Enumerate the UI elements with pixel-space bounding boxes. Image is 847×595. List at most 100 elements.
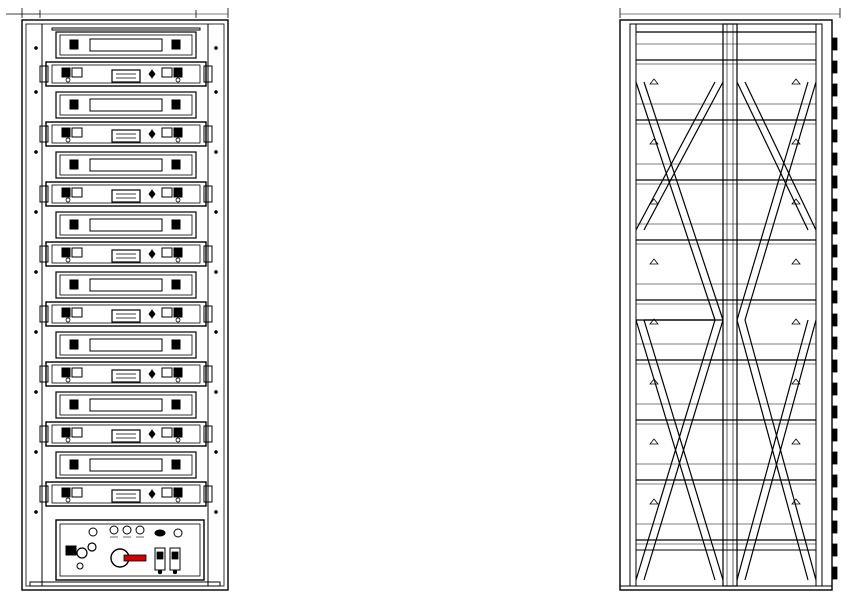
front-view-rack — [6, 8, 229, 591]
module-connector-left-a — [61, 247, 71, 258]
module-connector-left-b — [71, 427, 83, 438]
module-connector-left-a — [61, 307, 71, 318]
cabinet-mount-dot — [214, 90, 218, 94]
module-handle — [111, 369, 141, 383]
module-screw — [175, 377, 181, 383]
module-lower-housing — [45, 481, 207, 507]
module-connector-left-b — [71, 367, 83, 378]
module-screw — [65, 257, 71, 263]
shelf-marker-icon — [649, 378, 659, 385]
module-display-window — [89, 278, 163, 292]
module-screw — [65, 317, 71, 323]
module-right-ear — [203, 245, 213, 263]
rotary-switch-handle — [123, 554, 147, 562]
module-right-ear — [203, 305, 213, 323]
power-indicator — [154, 529, 166, 537]
cross-brace — [643, 81, 724, 321]
module-connector-right-a — [161, 367, 173, 378]
module-connector-left-b — [71, 487, 83, 498]
cable-gland-small — [76, 562, 84, 570]
module-lower-housing — [45, 301, 207, 327]
rear-right-post — [815, 23, 823, 587]
breaker-left-toggle — [156, 551, 164, 560]
module-upper-housing — [55, 211, 197, 239]
side-terminal-block — [831, 129, 838, 143]
module-handle — [111, 189, 141, 203]
module-indicator-diamond — [148, 69, 156, 79]
cabinet-mount-dot — [214, 46, 218, 50]
side-terminal-block — [831, 60, 838, 74]
cabinet-mount-dot — [214, 210, 218, 214]
module-connector-right-a — [161, 67, 173, 78]
module-connector-left-b — [71, 127, 83, 138]
module-screw — [175, 197, 181, 203]
cross-brace — [635, 319, 716, 581]
module-connector-left-b — [71, 187, 83, 198]
module-indicator-diamond — [148, 129, 156, 139]
battery-module — [39, 91, 213, 147]
module-screw — [65, 437, 71, 443]
battery-module — [39, 331, 213, 387]
module-upper-left-port — [69, 339, 79, 350]
cabinet-mount-dot — [214, 390, 218, 394]
module-connector-left-a — [61, 367, 71, 378]
cross-brace — [744, 81, 817, 231]
module-right-ear — [203, 65, 213, 83]
module-connector-right-b — [173, 427, 183, 438]
side-terminal-block — [831, 474, 838, 488]
side-terminal-block — [831, 198, 838, 212]
side-terminal-block — [831, 405, 838, 419]
module-right-ear — [203, 485, 213, 503]
battery-module — [39, 31, 213, 87]
side-terminal-block — [831, 221, 838, 235]
side-terminal-block — [831, 267, 838, 281]
module-upper-inner — [59, 94, 193, 116]
control-button — [88, 527, 98, 537]
module-upper-housing — [55, 271, 197, 299]
module-upper-right-port — [171, 459, 181, 470]
shelf-marker-icon — [791, 438, 801, 445]
cabinet-mount-dot — [214, 270, 218, 274]
cabinet-mount-dot — [34, 46, 38, 50]
module-connector-right-a — [161, 127, 173, 138]
cabinet-mount-dot — [34, 150, 38, 154]
control-unit-housing — [55, 519, 205, 581]
cabinet-mount-dot — [34, 450, 38, 454]
cabinet-mount-dot — [34, 330, 38, 334]
module-screw — [175, 137, 181, 143]
side-terminal-block — [831, 451, 838, 465]
module-handle — [111, 489, 141, 503]
module-connector-left-a — [61, 187, 71, 198]
cross-brace — [643, 81, 724, 231]
front-base — [29, 581, 221, 587]
module-screw — [65, 497, 71, 503]
module-lower-inner — [51, 364, 201, 384]
cabinet-mount-dot — [214, 450, 218, 454]
shelf-marker-icon — [649, 318, 659, 325]
cabinet-mount-dot — [214, 330, 218, 334]
module-left-ear — [39, 485, 49, 503]
module-display-window — [89, 38, 163, 52]
shelf-marker-icon — [791, 498, 801, 505]
module-connector-right-b — [173, 307, 183, 318]
module-display-window — [89, 458, 163, 472]
module-left-ear — [39, 65, 49, 83]
rear-cabinet-inner — [629, 23, 823, 587]
cabinet-mount-dot — [34, 390, 38, 394]
module-indicator-diamond — [148, 189, 156, 199]
status-indicator — [122, 525, 132, 535]
module-right-ear — [203, 425, 213, 443]
module-screw — [65, 377, 71, 383]
cross-brace — [736, 81, 809, 321]
breaker-screw — [172, 569, 178, 575]
battery-module — [39, 391, 213, 447]
side-terminal-block — [831, 497, 838, 511]
module-connector-left-a — [61, 127, 71, 138]
module-indicator-diamond — [148, 489, 156, 499]
module-upper-left-port — [69, 279, 79, 290]
module-indicator-diamond — [148, 249, 156, 259]
module-left-ear — [39, 365, 49, 383]
control-unit-inner — [59, 523, 201, 577]
module-upper-left-port — [69, 159, 79, 170]
module-screw — [175, 317, 181, 323]
